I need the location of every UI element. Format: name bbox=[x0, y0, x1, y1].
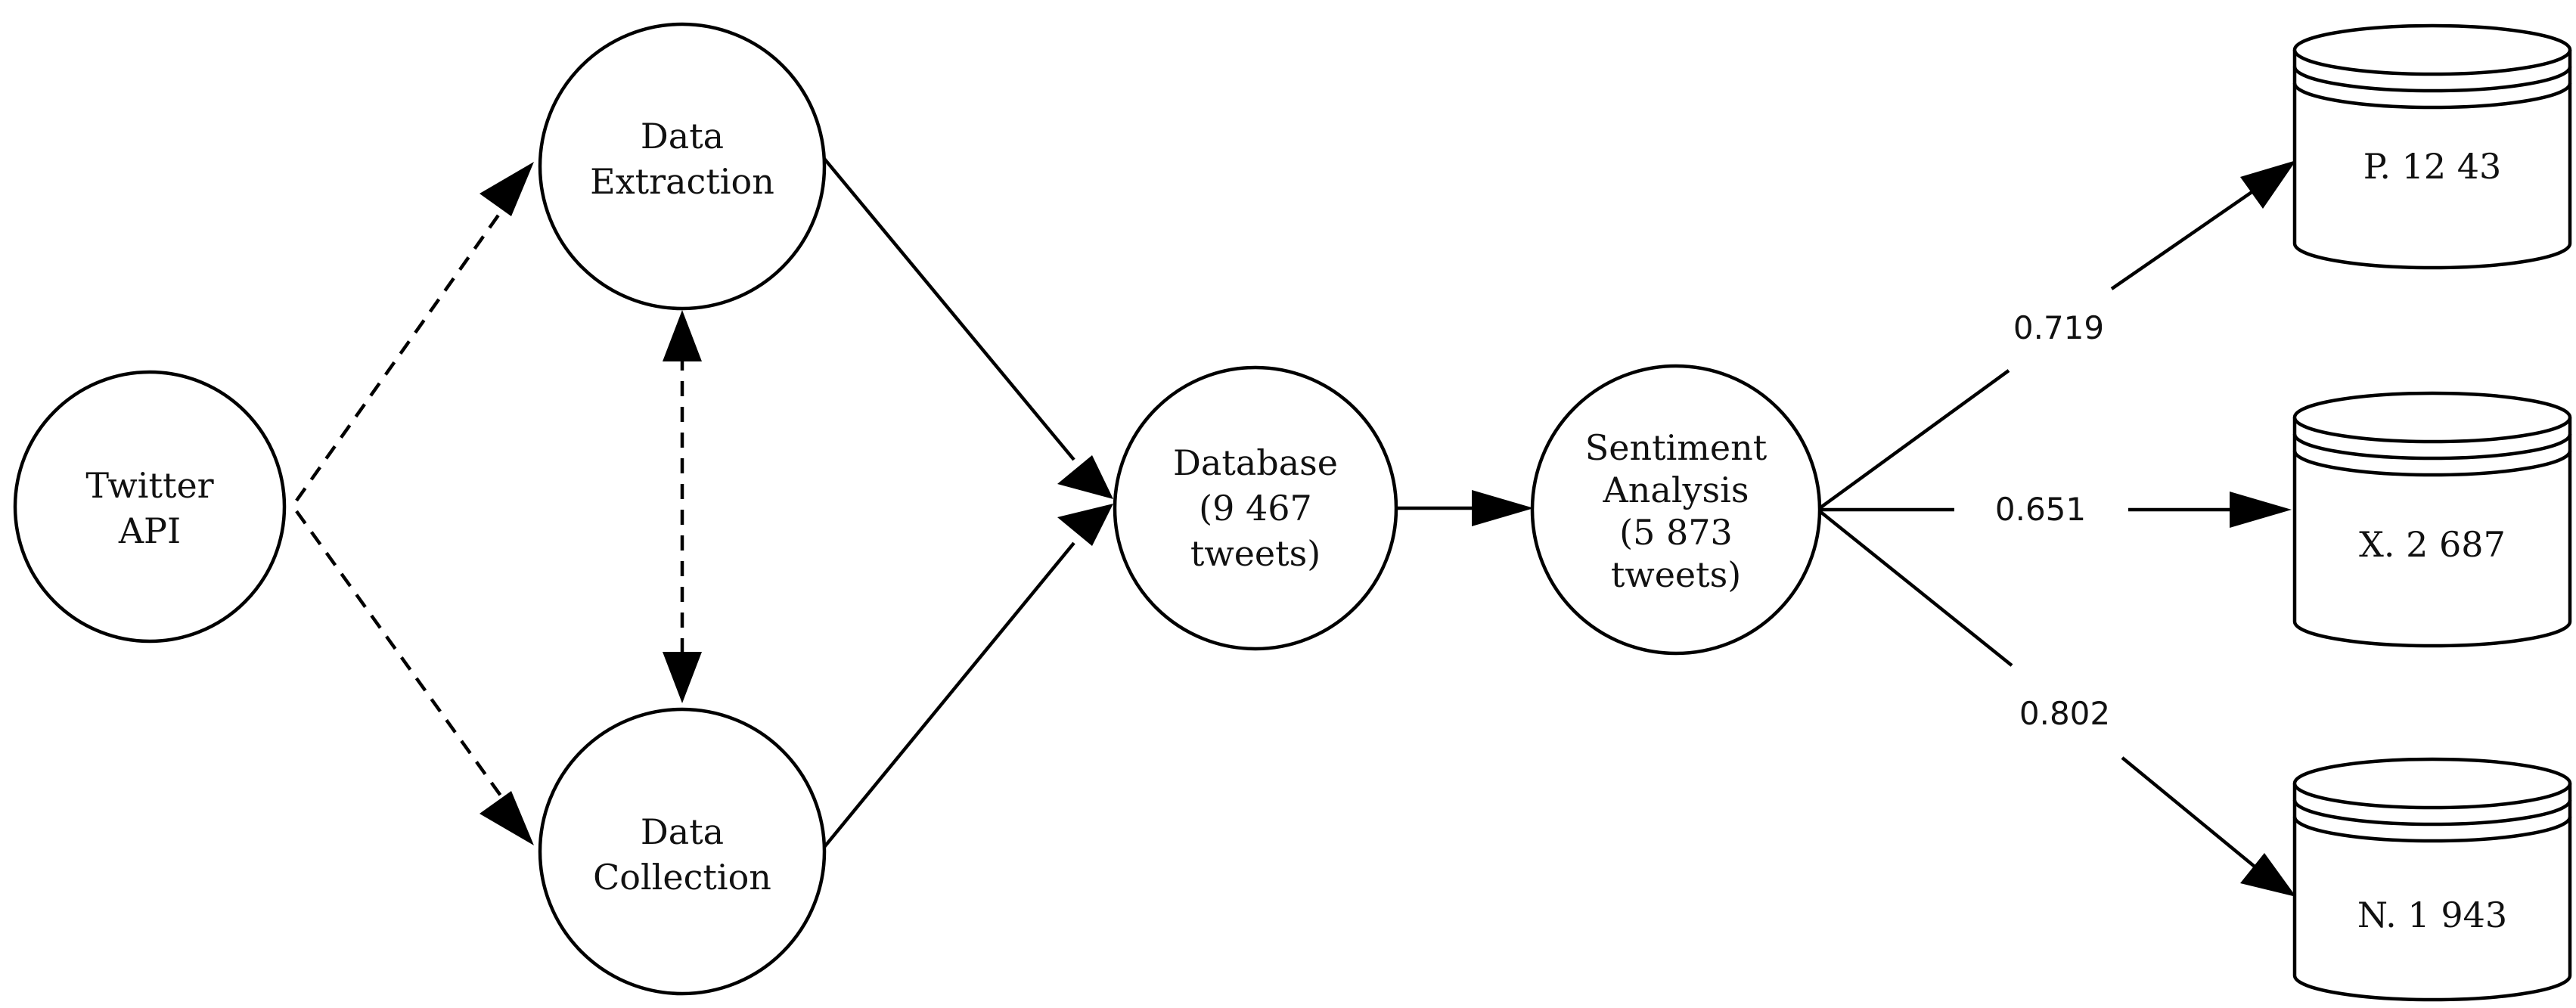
edge-sentiment-to-p bbox=[1818, 160, 2296, 510]
node-label: Sentiment bbox=[1585, 427, 1768, 468]
node-label: (9 467 bbox=[1199, 488, 1312, 529]
store-p: P. 12 43 bbox=[2292, 23, 2572, 270]
node-sentiment-analysis: Sentiment Analysis (5 873 tweets) bbox=[1530, 364, 1822, 656]
arrowhead-up bbox=[663, 310, 702, 361]
node-label: tweets) bbox=[1611, 554, 1741, 595]
node-label: Analysis bbox=[1603, 470, 1749, 510]
arrowhead bbox=[1472, 490, 1534, 526]
node-data-collection: Data Collection bbox=[538, 707, 827, 996]
arrowhead bbox=[480, 791, 534, 845]
node-label: Data bbox=[641, 811, 724, 852]
edge-extraction-to-database bbox=[823, 157, 1113, 499]
arrowhead-down bbox=[663, 652, 702, 703]
edge-label-x: 0.651 bbox=[1995, 491, 2086, 528]
node-label: Twitter bbox=[85, 465, 213, 506]
edge-extraction-collection bbox=[663, 310, 702, 703]
edge-twitter-to-collection bbox=[295, 510, 534, 845]
node-label: Extraction bbox=[590, 161, 774, 202]
arrowhead bbox=[2240, 853, 2296, 897]
node-database: Database (9 467 tweets) bbox=[1113, 365, 1398, 651]
edge-twitter-to-extraction bbox=[295, 162, 534, 502]
node-data-extraction: Data Extraction bbox=[538, 22, 827, 311]
edge-sentiment-to-x bbox=[1820, 492, 2292, 528]
node-label: API bbox=[118, 510, 181, 551]
store-label: X. 2 687 bbox=[2359, 524, 2506, 565]
edge-database-to-sentiment bbox=[1390, 490, 1534, 526]
node-label: Collection bbox=[593, 857, 771, 898]
arrowhead bbox=[2240, 160, 2296, 209]
store-n: N. 1 943 bbox=[2292, 757, 2572, 1002]
edge-label-p: 0.719 bbox=[2013, 309, 2104, 346]
arrowhead bbox=[480, 162, 534, 216]
edge-label-n: 0.802 bbox=[2019, 695, 2110, 732]
edge-collection-to-database bbox=[823, 504, 1113, 848]
arrowhead bbox=[1057, 504, 1113, 546]
node-label: Data bbox=[641, 116, 724, 157]
arrowhead bbox=[2230, 492, 2292, 528]
store-label: N. 1 943 bbox=[2357, 895, 2507, 935]
node-label: (5 873 bbox=[1619, 512, 1733, 553]
store-x: X. 2 687 bbox=[2292, 391, 2572, 648]
store-label: P. 12 43 bbox=[2363, 146, 2502, 187]
arrowhead bbox=[1057, 455, 1113, 499]
node-label: tweets) bbox=[1190, 533, 1321, 574]
node-label: Database bbox=[1173, 442, 1338, 483]
node-twitter-api: Twitter API bbox=[13, 370, 287, 644]
edge-sentiment-to-n bbox=[1818, 510, 2296, 897]
